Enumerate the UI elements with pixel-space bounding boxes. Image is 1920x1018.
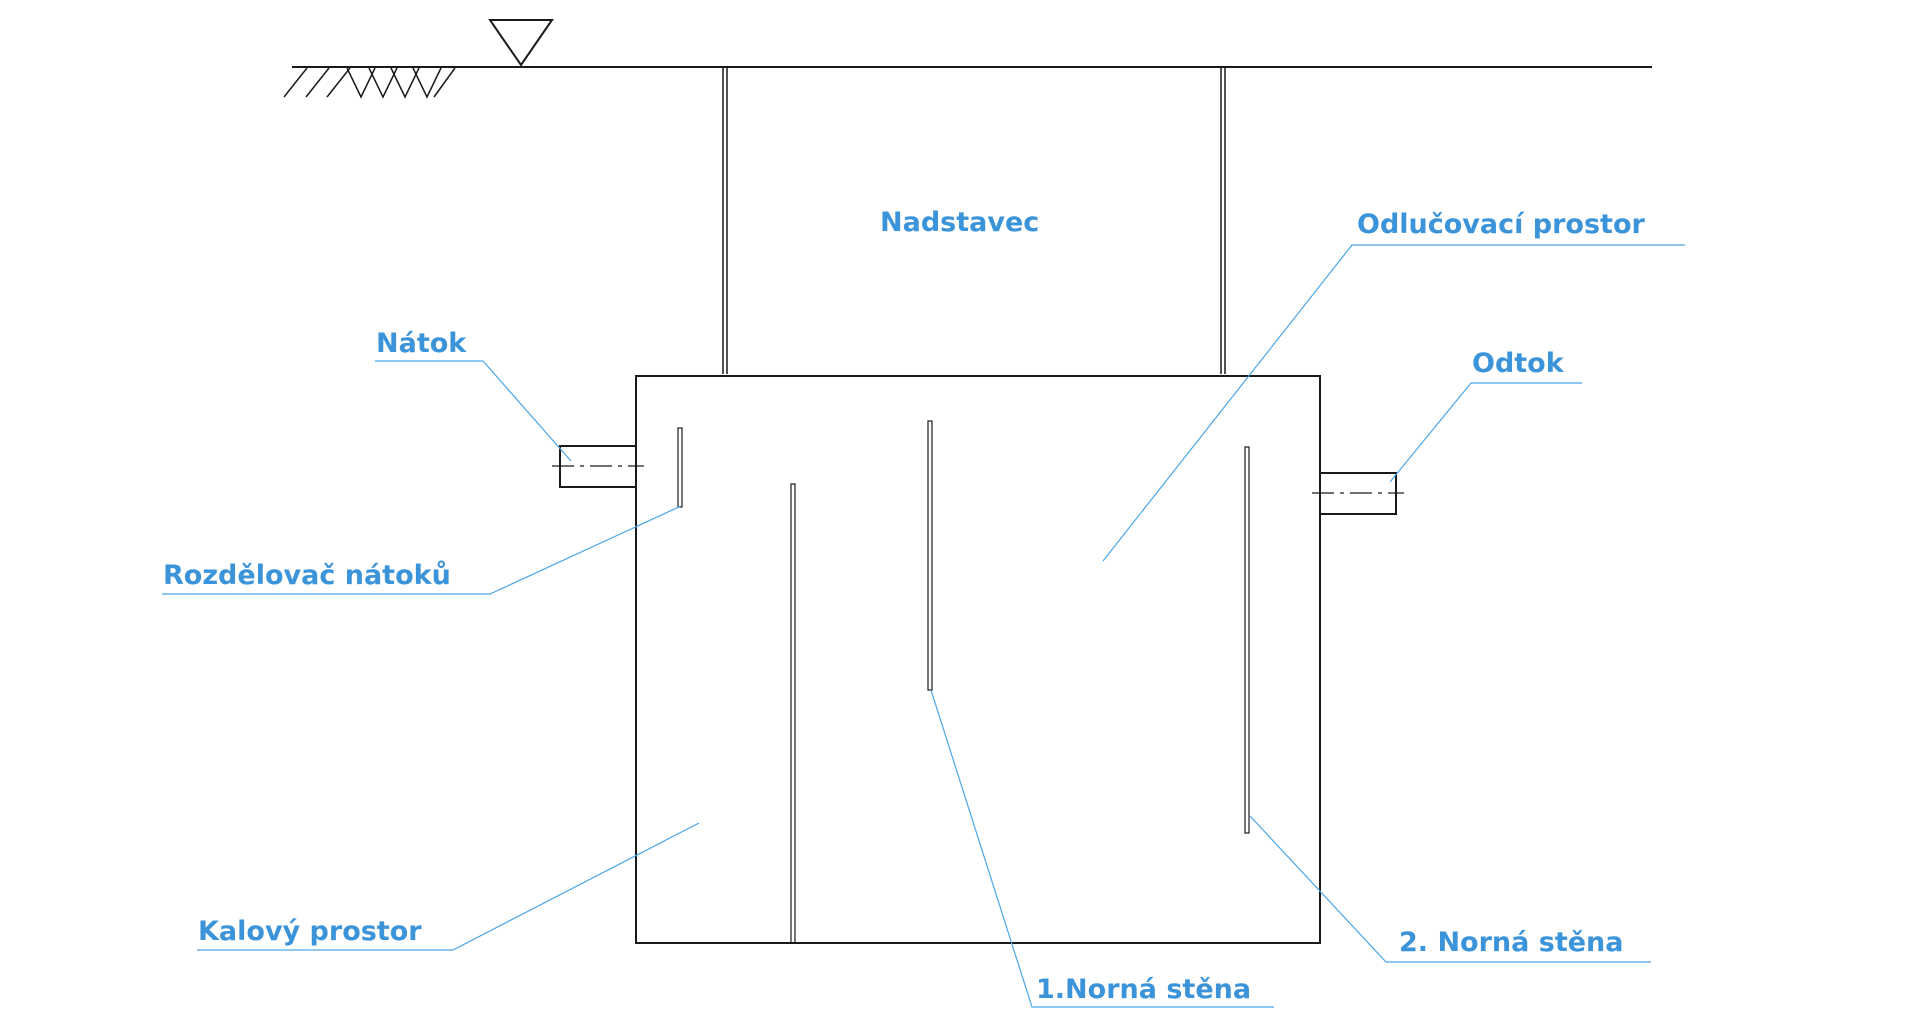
- inlet-distributor: [677, 427, 683, 508]
- label-odtok: Odtok: [1472, 348, 1564, 379]
- leader-norna-1: [930, 689, 1274, 1008]
- tank-body: [635, 375, 1321, 944]
- label-rozdelovac-natoku: Rozdělovač nátoků: [163, 560, 451, 591]
- leader-kalovy: [197, 822, 700, 951]
- baffle-wall-2: [1244, 446, 1250, 834]
- label-nadstavec: Nadstavec: [880, 207, 1040, 238]
- label-natok: Nátok: [376, 328, 467, 359]
- leader-odlucovaci: [1102, 244, 1685, 562]
- leader-natok: [375, 360, 572, 462]
- level-triangle-icon: [488, 19, 554, 67]
- leader-lines: [162, 244, 1685, 1008]
- leader-odtok: [1389, 382, 1582, 483]
- label-odlucovaci-prostor: Odlučovací prostor: [1357, 209, 1645, 240]
- label-norna-stena-2: 2. Norná stěna: [1399, 927, 1624, 958]
- soil-hatching: [283, 67, 456, 99]
- label-kalovy-prostor: Kalový prostor: [198, 916, 422, 947]
- leader-rozdelovac: [162, 505, 682, 595]
- extension-walls: [722, 67, 1226, 374]
- leader-norna-2: [1249, 815, 1651, 963]
- baffle-wall-1: [927, 420, 933, 691]
- label-norna-stena-1: 1.Norná stěna: [1036, 974, 1252, 1005]
- sludge-partition: [790, 483, 796, 944]
